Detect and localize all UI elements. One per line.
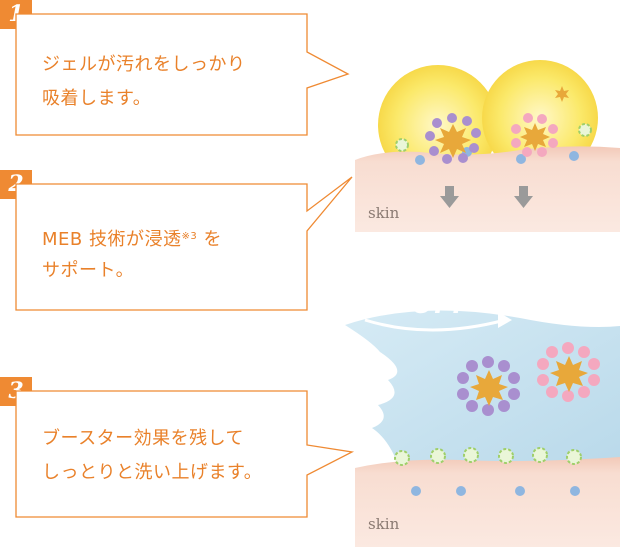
step-1-text-line2: 吸着します。 xyxy=(42,88,152,109)
pink-bead-cluster xyxy=(511,113,558,157)
step-2-text-line2: サポート。 xyxy=(42,260,135,281)
skin-layer-bottom xyxy=(355,457,620,547)
step-2-text-main: MEB 技術が浸透 xyxy=(42,229,182,250)
step-2-footnote-mark: ※3 xyxy=(181,231,198,242)
off-label: OFF xyxy=(412,291,471,319)
green-ring-molecules-top xyxy=(395,123,592,152)
step-2-text-tail: を xyxy=(197,229,222,250)
off-arrow xyxy=(364,318,506,332)
purple-bead-cluster-washed xyxy=(457,356,520,416)
step-3-text-line1: ブースター効果を残して xyxy=(42,428,245,449)
step-1-text-line1: ジェルが汚れをしっかり xyxy=(42,54,246,75)
purple-bead-cluster xyxy=(425,113,481,164)
step-3-text-line2: しっとりと洗い上げます。 xyxy=(42,462,263,483)
skin-layer-top xyxy=(355,146,620,232)
skin-label-top: skin xyxy=(368,204,400,222)
step-2-text-line1: MEB 技術が浸透※3 を xyxy=(42,220,222,257)
down-arrow-icon xyxy=(440,186,533,208)
skin-label-bottom: skin xyxy=(368,515,400,533)
green-ring-molecules-bottom xyxy=(394,447,582,466)
small-star-icon xyxy=(555,86,569,102)
pink-bead-cluster-washed xyxy=(537,342,600,402)
off-arrow-head-icon xyxy=(498,312,512,328)
blue-dots-bottom xyxy=(411,486,580,496)
